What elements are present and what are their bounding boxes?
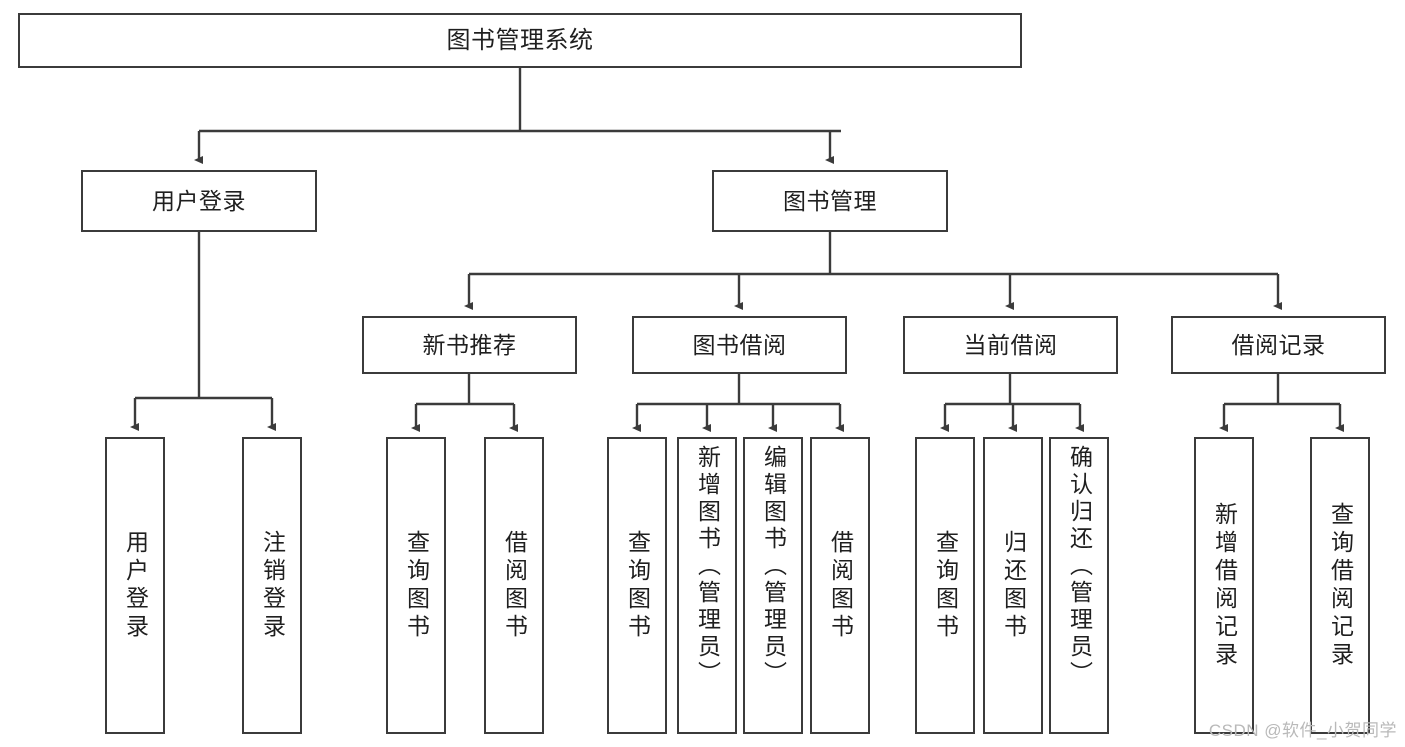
leaf-query-book-3[interactable]: 查询图书 bbox=[915, 437, 975, 734]
node-current-borrow-label: 当前借阅 bbox=[963, 331, 1058, 358]
leaf-query-borrow-record[interactable]: 查询借阅记录 bbox=[1310, 437, 1370, 734]
leaf-add-book[interactable]: 新增图书（管理员） bbox=[677, 437, 737, 734]
leaf-borrow-book-2[interactable]: 借阅图书 bbox=[810, 437, 870, 734]
csdn-watermark: CSDN @软件_小贺同学 bbox=[1208, 721, 1397, 740]
node-user-login-label: 用户登录 bbox=[152, 187, 246, 214]
leaf-query-book-2-label: 查询图书 bbox=[624, 529, 651, 642]
node-current-borrow[interactable]: 当前借阅 bbox=[903, 316, 1118, 374]
node-root-label: 图书管理系统 bbox=[446, 26, 594, 54]
node-new-book-recommend-label: 新书推荐 bbox=[422, 331, 517, 358]
leaf-logout[interactable]: 注销登录 bbox=[242, 437, 302, 734]
leaf-query-book-2[interactable]: 查询图书 bbox=[607, 437, 667, 734]
leaf-confirm-return[interactable]: 确认归还（管理员） bbox=[1049, 437, 1109, 734]
leaf-user-login[interactable]: 用户登录 bbox=[105, 437, 165, 734]
leaf-borrow-book-2-label: 借阅图书 bbox=[827, 529, 854, 642]
node-book-borrow[interactable]: 图书借阅 bbox=[632, 316, 847, 374]
leaf-confirm-return-label: 确认归还（管理员） bbox=[1066, 445, 1093, 688]
leaf-add-book-label: 新增图书（管理员） bbox=[694, 445, 721, 688]
node-borrow-record-label: 借阅记录 bbox=[1231, 331, 1326, 358]
node-root[interactable]: 图书管理系统 bbox=[18, 13, 1022, 68]
leaf-add-borrow-record-label: 新增借阅记录 bbox=[1211, 501, 1238, 670]
leaf-edit-book-label: 编辑图书（管理员） bbox=[760, 445, 787, 688]
leaf-query-book-1[interactable]: 查询图书 bbox=[386, 437, 446, 734]
leaf-return-book-label: 归还图书 bbox=[1000, 529, 1027, 642]
leaf-query-borrow-record-label: 查询借阅记录 bbox=[1327, 501, 1354, 670]
leaf-query-book-1-label: 查询图书 bbox=[403, 529, 430, 642]
node-book-borrow-label: 图书借阅 bbox=[692, 331, 787, 358]
leaf-add-borrow-record[interactable]: 新增借阅记录 bbox=[1194, 437, 1254, 734]
leaf-borrow-book-1[interactable]: 借阅图书 bbox=[484, 437, 544, 734]
node-user-login[interactable]: 用户登录 bbox=[81, 170, 317, 232]
node-book-manage[interactable]: 图书管理 bbox=[712, 170, 948, 232]
leaf-return-book[interactable]: 归还图书 bbox=[983, 437, 1043, 734]
node-book-manage-label: 图书管理 bbox=[783, 187, 877, 214]
leaf-logout-label: 注销登录 bbox=[259, 529, 286, 642]
leaf-query-book-3-label: 查询图书 bbox=[932, 529, 959, 642]
leaf-edit-book[interactable]: 编辑图书（管理员） bbox=[743, 437, 803, 734]
node-borrow-record[interactable]: 借阅记录 bbox=[1171, 316, 1386, 374]
leaf-user-login-label: 用户登录 bbox=[122, 529, 149, 642]
node-new-book-recommend[interactable]: 新书推荐 bbox=[362, 316, 577, 374]
leaf-borrow-book-1-label: 借阅图书 bbox=[501, 529, 528, 642]
